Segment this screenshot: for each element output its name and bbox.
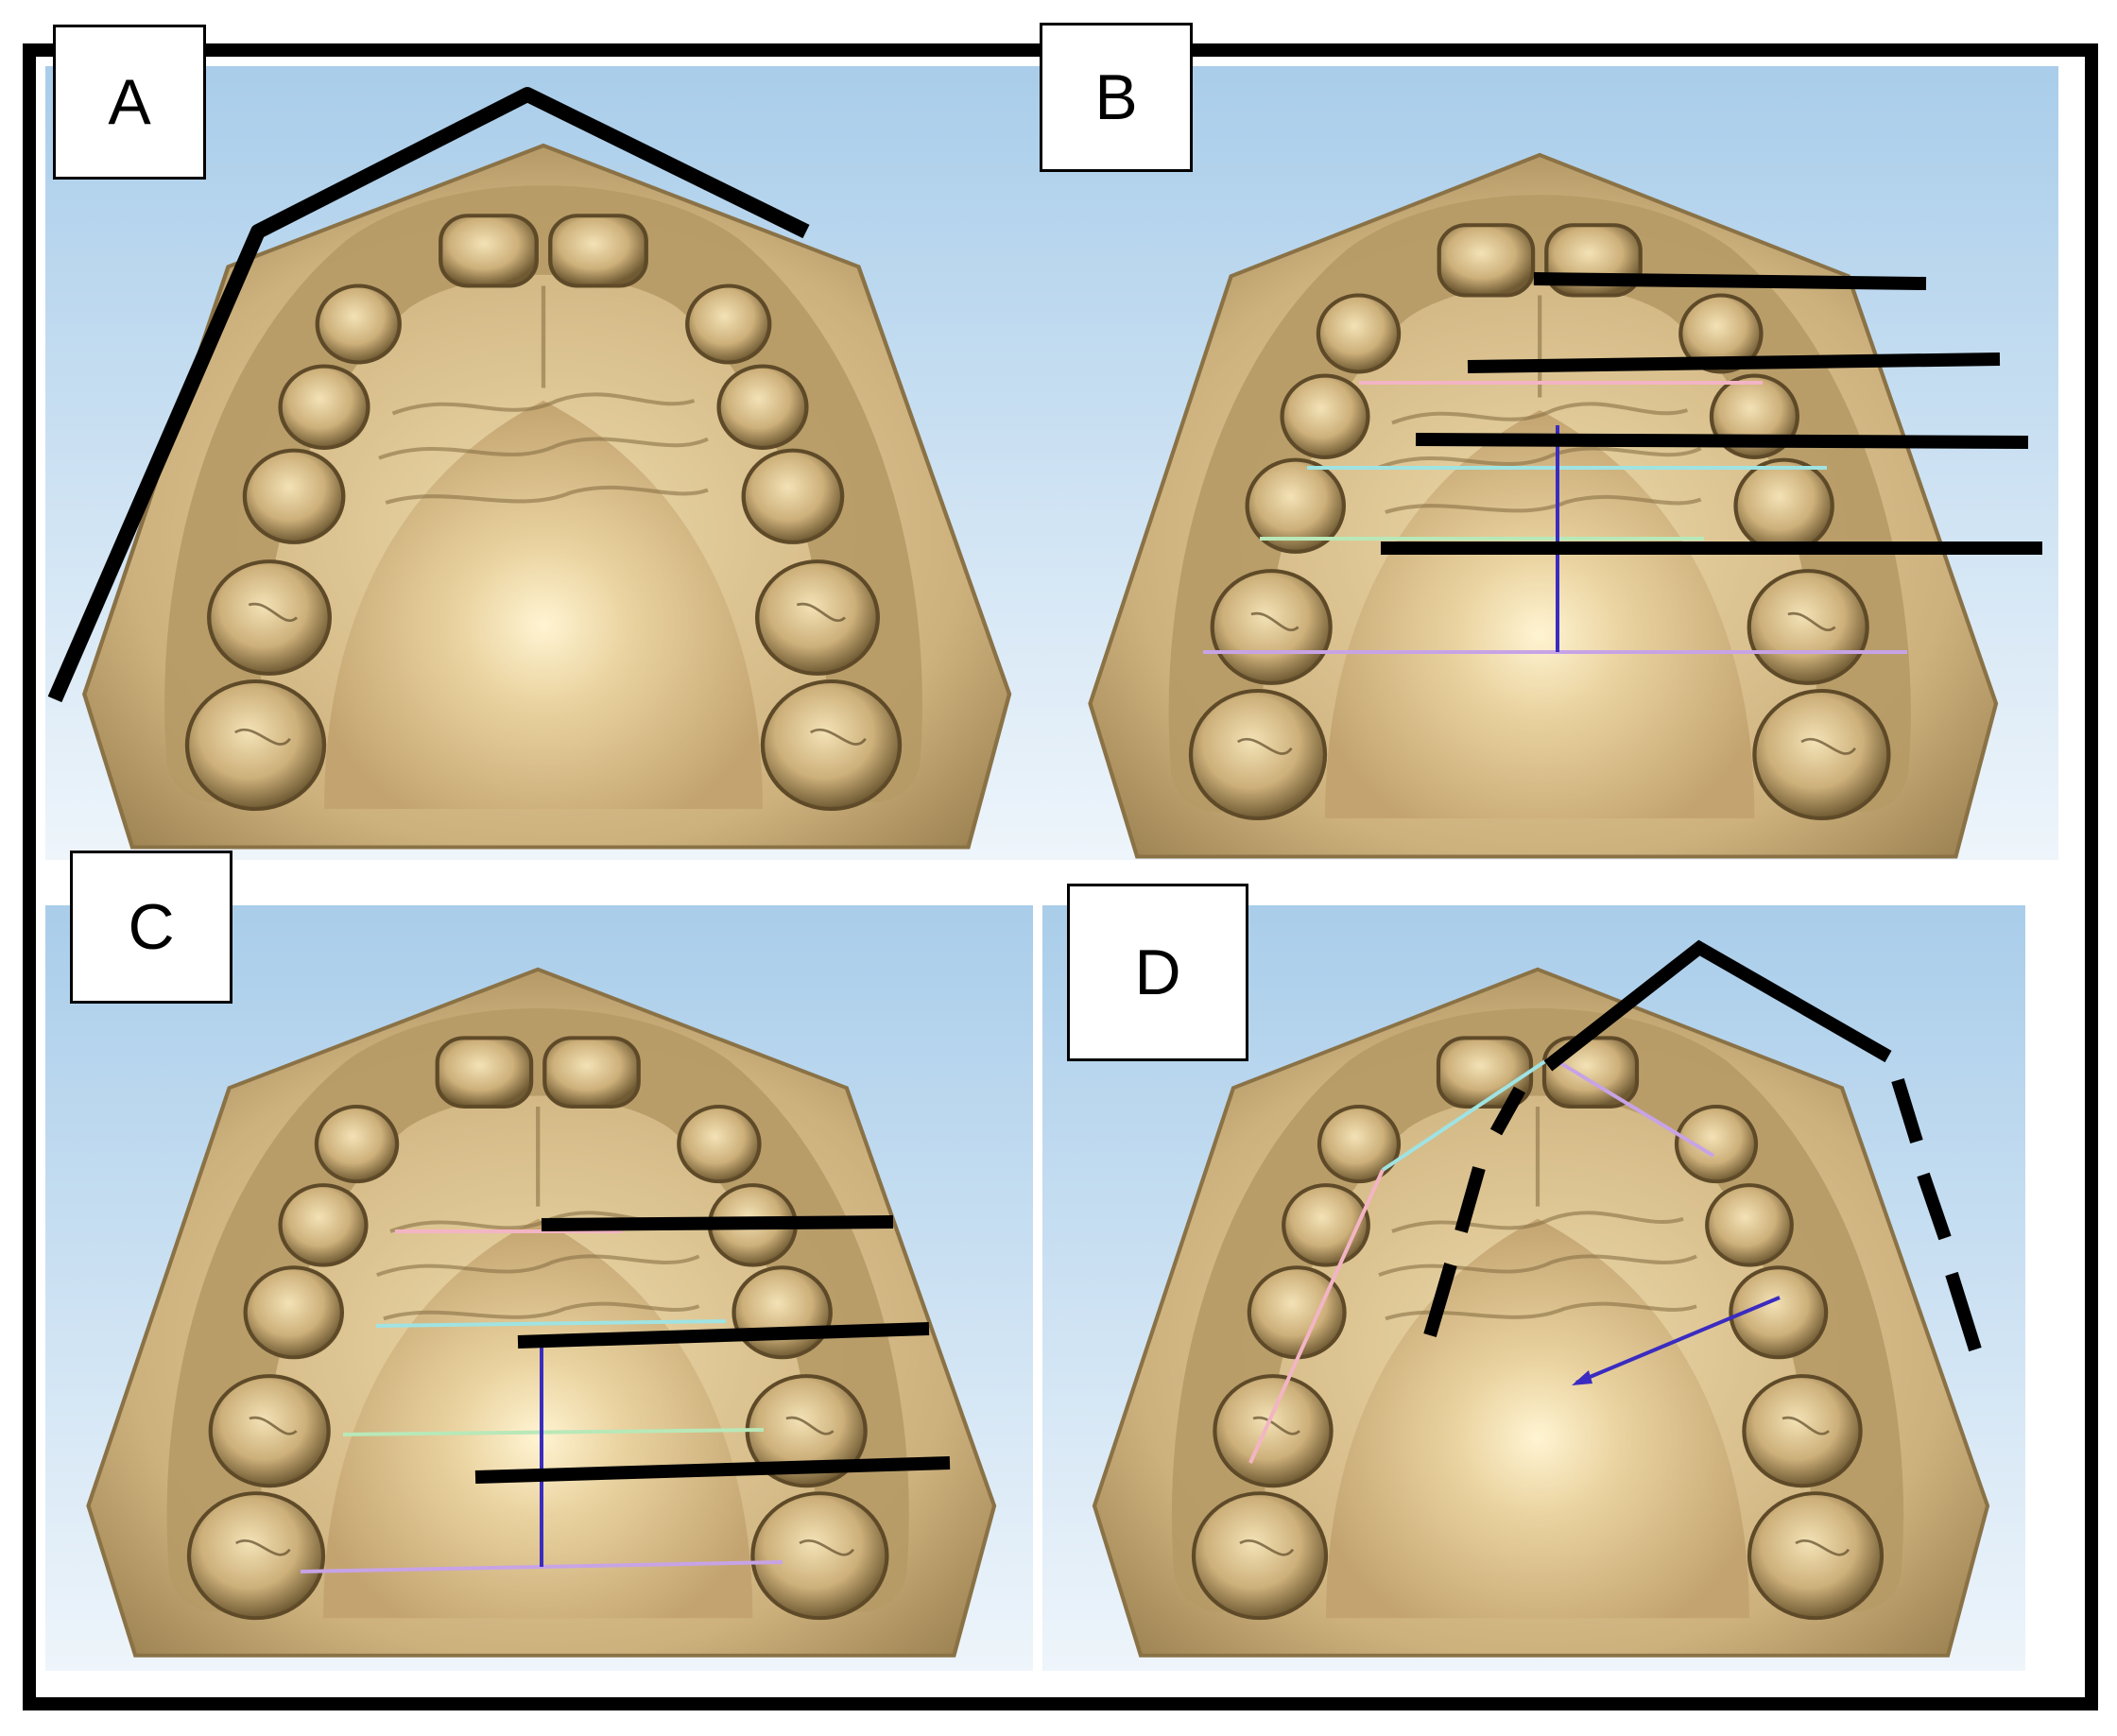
panel-label-c: C — [70, 851, 232, 1004]
interpremolar-width-line — [375, 1319, 727, 1328]
arch-dash-right-1 — [1891, 1077, 1923, 1144]
panel-label-b: B — [1040, 23, 1193, 172]
second-premolar-width-line — [342, 1428, 765, 1436]
arch-dash-right-2 — [1917, 1172, 1952, 1241]
pointer-line-1 — [541, 1215, 894, 1231]
panel-a — [45, 66, 1042, 860]
arch-segment-right-anterior — [1556, 1059, 1715, 1158]
panel-b — [1042, 66, 2058, 860]
pointer-line-2 — [517, 1322, 930, 1349]
arch-dash-right-3 — [1945, 1271, 1982, 1352]
pointer-line-3 — [1415, 433, 2029, 449]
panel-c — [45, 905, 1033, 1671]
pointer-line-2 — [1467, 352, 2001, 373]
arch-dash-left-3 — [1423, 1263, 1457, 1337]
panel-label-d-text: D — [1134, 937, 1181, 1008]
arch-dash-left-1 — [1489, 1086, 1526, 1136]
panel-label-d: D — [1067, 884, 1248, 1061]
pointer-line-1 — [1533, 272, 1927, 290]
panel-label-c-text: C — [128, 891, 175, 963]
arch-direction-arrow — [1575, 1296, 1781, 1384]
base-outline-line — [47, 87, 810, 703]
panel-label-a-text: A — [108, 66, 151, 138]
arrow-head — [1572, 1370, 1592, 1385]
pointer-line-3 — [474, 1456, 951, 1484]
arch-segment-left-posterior — [1248, 1169, 1385, 1464]
arch-dash-left-2 — [1454, 1166, 1486, 1233]
arch-segment-left-anterior — [1381, 1059, 1547, 1172]
arch-outline-top — [1543, 939, 1892, 1072]
panel-label-b-text: B — [1094, 61, 1138, 133]
panel-label-a: A — [53, 25, 206, 180]
